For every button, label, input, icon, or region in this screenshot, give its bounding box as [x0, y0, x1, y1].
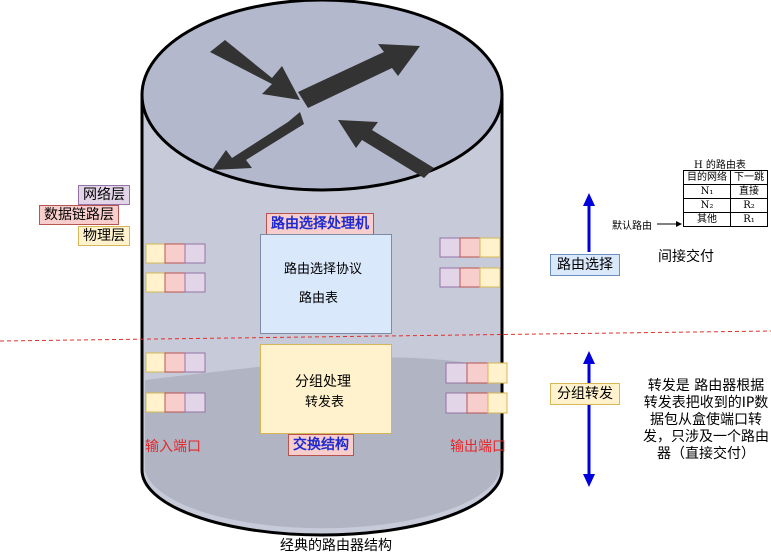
- routing-table-header: 目的网络: [683, 170, 731, 185]
- routing-table-row: N₂ R₂: [683, 198, 768, 213]
- routing-processor-panel: [260, 234, 392, 334]
- routing-table-row: 其他 R₁: [683, 212, 768, 227]
- packet-processing-panel: [260, 344, 392, 434]
- routing-protocol-label: 路由选择协议: [284, 262, 363, 277]
- forwarding-note: 转发是 路由器根据转发表把收到的IP数据包从盒使端口转发，只涉及一个路由器（直接…: [643, 378, 769, 462]
- routing-table-cell: R₂: [730, 198, 768, 213]
- routing-arrows-icon: [210, 40, 434, 178]
- routing-selection-tag: 路由选择: [550, 254, 620, 276]
- forwarding-table-label: 转发表: [305, 395, 345, 410]
- packet-forwarding-tag: 分组转发: [550, 383, 620, 405]
- input-port: [145, 392, 206, 413]
- routing-table-cell: 其他: [683, 212, 731, 227]
- routing-table-cell: R₁: [730, 212, 768, 227]
- routing-processor-title: 路由选择处理机: [266, 213, 374, 235]
- routing-up-arrow-icon: [583, 193, 595, 252]
- routing-table-label: 路由表: [299, 291, 339, 306]
- output-ports-label: 输出端口: [450, 439, 506, 455]
- network-layer-label: 网络层: [78, 185, 130, 205]
- input-ports-label: 输入端口: [145, 439, 201, 455]
- output-port: [445, 392, 508, 414]
- routing-table-title: H 的路由表: [694, 160, 746, 171]
- routing-table-cell: N₂: [683, 198, 731, 213]
- forwarding-updown-arrow-icon: [583, 351, 595, 487]
- input-port-group: [145, 243, 206, 413]
- output-port-group: [439, 237, 508, 414]
- routing-table-cell: 直接: [730, 184, 768, 199]
- routing-table: 目的网络 下一跳 N₁ 直接 N₂ R₂ 其他 R₁: [683, 170, 768, 227]
- routing-table-cell: N₁: [683, 184, 731, 199]
- diagram-caption: 经典的路由器结构: [280, 538, 392, 554]
- packet-processing-label: 分组处理: [295, 374, 351, 390]
- indirect-delivery-label: 间接交付: [658, 249, 714, 265]
- physical-layer-label: 物理层: [78, 226, 130, 246]
- switch-fabric-title: 交换结构: [288, 434, 354, 456]
- input-port: [145, 272, 206, 293]
- output-port: [439, 267, 501, 288]
- routing-table-row: N₁ 直接: [683, 184, 768, 199]
- routing-table-header-row: 目的网络 下一跳: [683, 170, 768, 185]
- datalink-layer-label: 数据链路层: [39, 205, 119, 225]
- input-port: [145, 352, 206, 373]
- plane-divider-line: [0, 330, 771, 342]
- default-route-label: 默认路由: [612, 221, 652, 232]
- output-port: [445, 362, 508, 384]
- default-route-arrow-icon: [657, 221, 682, 227]
- output-port: [439, 237, 501, 258]
- input-port: [145, 243, 206, 264]
- routing-table-header: 下一跳: [730, 170, 768, 185]
